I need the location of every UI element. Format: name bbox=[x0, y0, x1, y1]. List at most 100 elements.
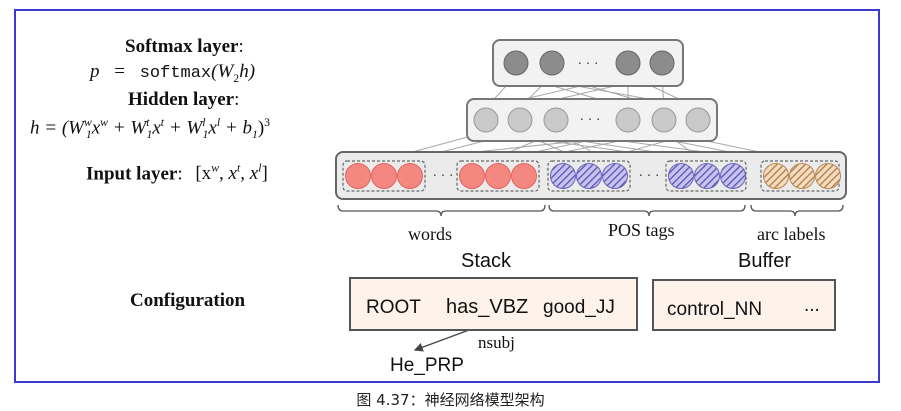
input-formula-w: w bbox=[211, 162, 220, 175]
hidden-node bbox=[543, 107, 569, 133]
buffer-item-ellipsis: ... bbox=[804, 295, 820, 316]
input-formula-sep2: , x bbox=[240, 163, 259, 185]
group-label-words: words bbox=[408, 224, 452, 244]
stack-item-root: ROOT bbox=[366, 297, 421, 318]
word-input-node bbox=[459, 163, 485, 189]
input-formula-close: ] bbox=[261, 163, 268, 185]
softmax-layer-title: Softmax layer bbox=[125, 36, 239, 57]
hidden-node bbox=[651, 107, 677, 133]
input-formula-sep1: , x bbox=[219, 163, 237, 185]
brace-pos bbox=[548, 204, 746, 217]
hidden-xt: x bbox=[152, 117, 161, 139]
stack-box: ROOT has_VBZ good_JJ bbox=[349, 277, 638, 331]
group-braces bbox=[337, 204, 844, 217]
word-input-node bbox=[371, 163, 397, 189]
hidden-xw: x bbox=[91, 117, 101, 139]
brace-words bbox=[337, 204, 546, 217]
dependent-he: He_PRP bbox=[390, 355, 464, 376]
pos-input-node bbox=[576, 163, 602, 189]
softmax-formula-eq: = bbox=[114, 61, 125, 82]
word-group-box bbox=[342, 160, 426, 192]
input-pos-ellipsis: · · · bbox=[639, 169, 660, 184]
arc-input-node bbox=[815, 163, 841, 189]
softmax-layer-box bbox=[492, 39, 684, 87]
pos-group-box bbox=[665, 160, 747, 192]
group-label-arc: arc labels bbox=[757, 224, 826, 244]
hidden-node bbox=[473, 107, 499, 133]
hidden-plus2: + W bbox=[164, 117, 203, 139]
hidden-close: ) bbox=[257, 117, 265, 139]
hidden-w-sub: 1 bbox=[85, 128, 92, 142]
hidden-b-sub: 1 bbox=[251, 128, 258, 142]
pos-input-node bbox=[694, 163, 720, 189]
buffer-box: control_NN ... bbox=[652, 279, 836, 331]
input-layer-title: Input layer bbox=[86, 163, 178, 185]
hidden-xt-sup: t bbox=[160, 116, 165, 129]
word-input-node bbox=[511, 163, 537, 189]
input-formula: [xw, xt, xl] bbox=[195, 162, 268, 185]
softmax-formula-arg: (W bbox=[211, 61, 234, 82]
stack-item-has: has_VBZ bbox=[446, 296, 529, 318]
hidden-t-sub: 1 bbox=[146, 128, 153, 142]
input-layer-colon: : bbox=[177, 163, 183, 185]
softmax-nodes bbox=[503, 50, 675, 76]
stack-item-good: good_JJ bbox=[543, 297, 615, 318]
hidden-node bbox=[615, 107, 641, 133]
group-label-pos: POS tags bbox=[608, 220, 675, 240]
word-input-node bbox=[397, 163, 423, 189]
softmax-node bbox=[615, 50, 641, 76]
arc-input-node bbox=[789, 163, 815, 189]
softmax-formula-arg-sub: 2 bbox=[233, 71, 240, 85]
hidden-formula-prefix: h = (W bbox=[30, 117, 84, 139]
softmax-formula: p = softmax(W2h) bbox=[90, 61, 255, 86]
hidden-xl-sup: l bbox=[216, 116, 221, 129]
softmax-formula-lhs: p bbox=[90, 61, 100, 82]
hidden-node bbox=[507, 107, 533, 133]
hidden-plus1: + W bbox=[108, 117, 147, 139]
pos-input-node bbox=[668, 163, 694, 189]
figure-caption: 图 4.37：神经网络模型架构 bbox=[356, 391, 545, 409]
hidden-t-sup: t bbox=[146, 116, 150, 129]
hidden-w-sup: w bbox=[83, 116, 92, 129]
buffer-title: Buffer bbox=[738, 250, 791, 272]
hidden-layer-label: Hidden layer: bbox=[128, 89, 239, 111]
hidden-xl: x bbox=[208, 117, 217, 139]
hidden-l-sub: 1 bbox=[202, 128, 209, 142]
word-group-box bbox=[456, 160, 540, 192]
hidden-ellipsis: · · · bbox=[580, 113, 601, 128]
hidden-plus3: + b bbox=[220, 117, 252, 139]
word-input-node bbox=[345, 163, 371, 189]
input-formula-l: l bbox=[258, 162, 262, 175]
configuration-label: Configuration bbox=[130, 290, 246, 311]
brace-arc bbox=[750, 204, 844, 217]
softmax-ellipsis: · · · bbox=[578, 57, 599, 72]
input-formula-open: [x bbox=[195, 163, 212, 185]
softmax-node bbox=[649, 50, 675, 76]
pos-input-node bbox=[550, 163, 576, 189]
hidden-cube: 3 bbox=[264, 116, 271, 129]
pos-input-node bbox=[602, 163, 628, 189]
arc-label-nsubj: nsubj bbox=[478, 333, 515, 352]
softmax-layer-label: Softmax layer: bbox=[125, 36, 244, 58]
hidden-nodes bbox=[473, 107, 711, 133]
softmax-formula-arg-end: h) bbox=[239, 61, 256, 82]
softmax-node bbox=[503, 50, 529, 76]
input-layer-label: Input layer: [xw, xt, xl] bbox=[86, 162, 268, 185]
hidden-layer-box bbox=[466, 98, 718, 142]
pos-input-node bbox=[720, 163, 746, 189]
word-input-node bbox=[485, 163, 511, 189]
pos-group-box bbox=[547, 160, 631, 192]
hidden-l-sup: l bbox=[202, 116, 206, 129]
hidden-node bbox=[685, 107, 711, 133]
hidden-formula: h = (Ww1xw + Wt1xt + Wl1xl + b1)3 bbox=[30, 116, 270, 142]
softmax-node bbox=[539, 50, 565, 76]
input-formula-t: t bbox=[236, 162, 241, 175]
hidden-layer-colon: : bbox=[234, 89, 240, 110]
softmax-formula-fn: softmax bbox=[139, 64, 212, 83]
buffer-item-control: control_NN bbox=[667, 299, 763, 320]
input-groups bbox=[342, 160, 841, 192]
hidden-xw-sup: w bbox=[100, 116, 109, 129]
softmax-layer-colon: : bbox=[238, 36, 244, 57]
hidden-layer-title: Hidden layer bbox=[128, 89, 235, 110]
